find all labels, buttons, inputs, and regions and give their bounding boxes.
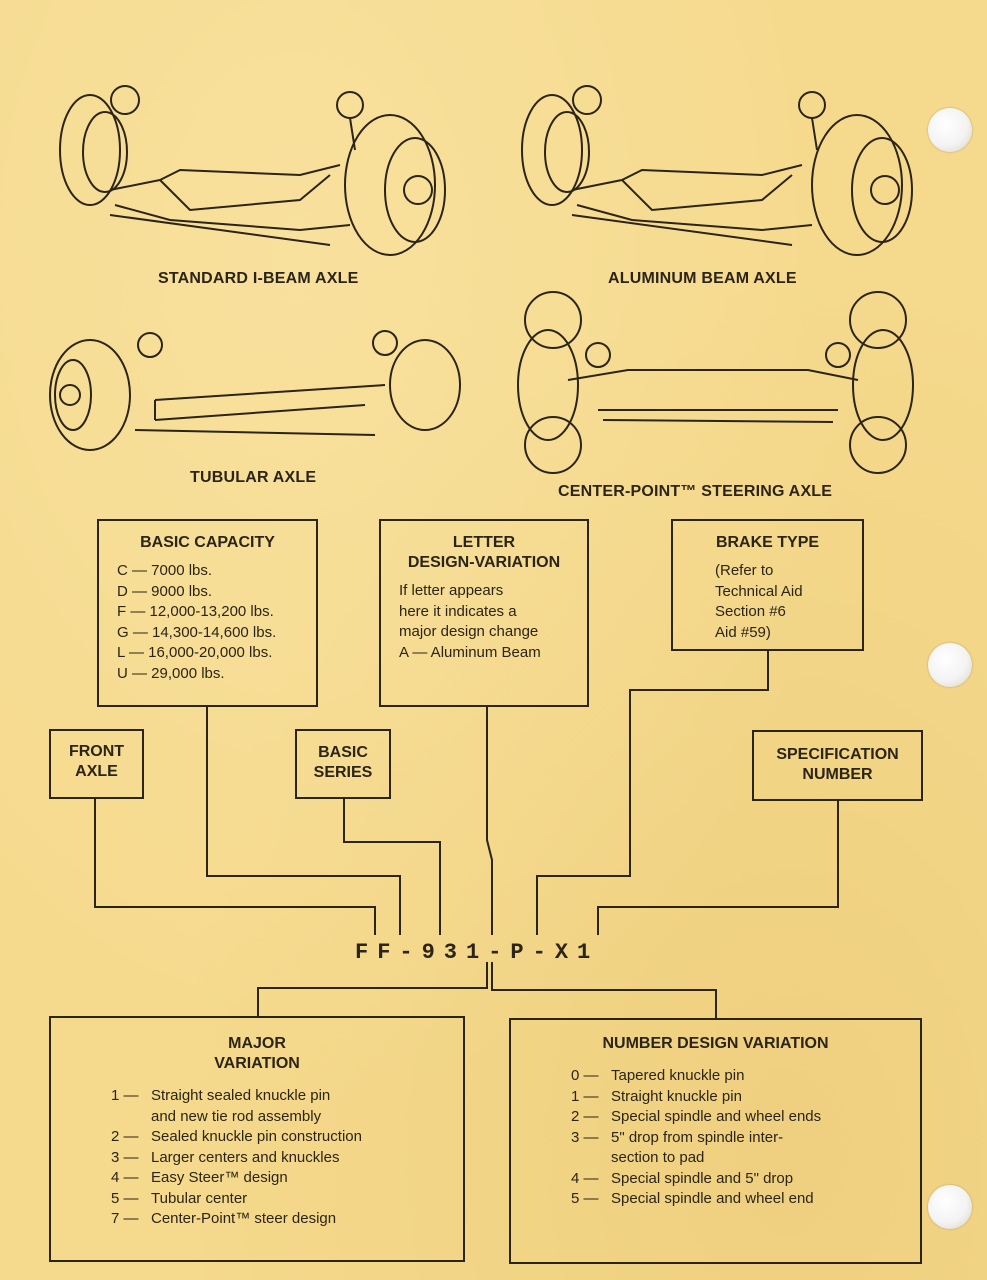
item-number: 5 — xyxy=(571,1190,599,1207)
list-item: 4 — Easy Steer™ design xyxy=(111,1168,463,1189)
letter-design-line: A — Aluminum Beam xyxy=(399,643,541,661)
list-item: 2 — Sealed knuckle pin construction xyxy=(111,1127,463,1148)
letter-design-title-1: LETTER xyxy=(452,534,516,551)
aluminum-beam-axle-illustration xyxy=(521,85,913,256)
item-number: 3 — xyxy=(571,1128,599,1146)
list-item: 5 — Special spindle and wheel end xyxy=(571,1189,920,1210)
item-text: Special spindle and 5" drop xyxy=(611,1169,794,1187)
item-text: Special spindle and wheel ends xyxy=(611,1108,822,1125)
binder-hole-top xyxy=(928,108,972,152)
item-continuation: and new tie rod assembly xyxy=(151,1107,322,1125)
list-item: 7 — Center-Point™ steer design xyxy=(111,1209,463,1230)
item-number: 3 — xyxy=(111,1148,139,1166)
model-code: FF-931-P-X1 xyxy=(355,940,600,965)
item-text: Tapered knuckle pin xyxy=(611,1067,745,1084)
basic-series-box: BASIC SERIES xyxy=(295,729,391,799)
list-item: G — 14,300-14,600 lbs. xyxy=(117,623,277,641)
number-design-title: NUMBER DESIGN VARIATION xyxy=(602,1035,829,1052)
front-axle-box: FRONT AXLE xyxy=(49,729,144,799)
item-text: Tubular center xyxy=(151,1189,248,1207)
item-number: 4 — xyxy=(111,1169,139,1186)
item-text: Easy Steer™ design xyxy=(151,1169,288,1186)
specification-number-box: SPECIFICATION NUMBER xyxy=(752,730,923,801)
item-number: 0 — xyxy=(571,1067,599,1084)
letter-design-variation-box: LETTER DESIGN-VARIATION If letter appear… xyxy=(379,519,589,707)
major-variation-title-1: MAJOR xyxy=(228,1035,286,1052)
item-text: Larger centers and knuckles xyxy=(151,1148,340,1166)
list-item: 3 — Larger centers and knuckles xyxy=(111,1148,463,1169)
centerpoint-steering-axle-illustration xyxy=(517,291,914,474)
basic-series-label-1: BASIC xyxy=(318,744,368,761)
list-item: 0 — Tapered knuckle pin xyxy=(571,1066,920,1087)
basic-capacity-title: BASIC CAPACITY xyxy=(140,534,275,551)
caption-centerpoint-steering-axle: CENTER-POINT™ STEERING AXLE xyxy=(558,483,833,500)
number-design-variation-box: NUMBER DESIGN VARIATION 0 — Tapered knuck… xyxy=(509,1018,922,1264)
list-item: 1 — Straight knuckle pin xyxy=(571,1087,920,1108)
item-text: Center-Point™ steer design xyxy=(151,1210,337,1227)
basic-series-label-2: SERIES xyxy=(313,764,373,781)
brake-type-title: BRAKE TYPE xyxy=(715,534,820,551)
caption-aluminum-beam-axle: ALUMINUM BEAM AXLE xyxy=(608,270,797,287)
spec-number-label-1: SPECIFICATION xyxy=(776,746,899,763)
list-item: 5 — Tubular center xyxy=(111,1189,463,1210)
basic-capacity-list: C — 7000 lbs. D — 9000 lbs. F — 12,000-1… xyxy=(117,561,316,684)
major-variation-box: MAJOR VARIATION 1 — Straight sealed knuck… xyxy=(49,1016,465,1262)
item-number: 2 — xyxy=(111,1128,139,1145)
item-number: 1 — xyxy=(571,1087,599,1105)
item-number: 7 — xyxy=(111,1210,139,1227)
list-item: U — 29,000 lbs. xyxy=(117,664,225,682)
brake-type-line: (Refer to xyxy=(715,562,774,579)
tubular-axle-illustration xyxy=(49,330,461,451)
item-text: 5" drop from spindle inter- xyxy=(611,1128,784,1146)
letter-design-line: here it indicates a xyxy=(399,602,517,620)
item-text: Straight sealed knuckle pin xyxy=(151,1087,331,1104)
list-item: 4 — Special spindle and 5" drop xyxy=(571,1169,920,1190)
item-number: 2 — xyxy=(571,1108,599,1125)
caption-tubular-axle: TUBULAR AXLE xyxy=(190,469,317,486)
list-item: L — 16,000-20,000 lbs. xyxy=(117,644,273,661)
item-text: Special spindle and wheel end xyxy=(611,1190,814,1207)
item-number: 4 — xyxy=(571,1169,599,1187)
list-item: 3 — 5" drop from spindle inter- xyxy=(571,1128,920,1149)
letter-design-line: If letter appears xyxy=(399,582,504,599)
item-continuation: section to pad xyxy=(611,1149,705,1166)
item-number: 1 — xyxy=(111,1087,139,1104)
item-text: Straight knuckle pin xyxy=(611,1087,742,1105)
brake-type-line: Aid #59) xyxy=(715,623,771,641)
list-item: 2 — Special spindle and wheel ends xyxy=(571,1107,920,1128)
brake-type-line: Technical Aid xyxy=(715,582,803,600)
list-item: C — 7000 lbs. xyxy=(117,562,213,579)
brake-type-box: BRAKE TYPE (Refer to Technical Aid Secti… xyxy=(671,519,864,651)
list-item: F — 12,000-13,200 lbs. xyxy=(117,603,274,620)
letter-design-title-2: DESIGN-VARIATION xyxy=(407,554,561,571)
basic-capacity-box: BASIC CAPACITY C — 7000 lbs. D — 9000 lb… xyxy=(97,519,318,707)
list-item: 1 — Straight sealed knuckle pin xyxy=(111,1086,463,1107)
item-number: 5 — xyxy=(111,1189,139,1207)
spec-number-label-2: NUMBER xyxy=(802,766,873,783)
brake-type-line: Section #6 xyxy=(715,603,786,620)
caption-standard-ibeam-axle: STANDARD I-BEAM AXLE xyxy=(158,270,359,287)
binder-hole-middle xyxy=(928,643,972,687)
list-item: D — 9000 lbs. xyxy=(117,582,213,600)
front-axle-label-2: AXLE xyxy=(75,763,118,780)
binder-hole-bottom xyxy=(928,1185,972,1229)
standard-ibeam-axle-illustration xyxy=(59,85,446,256)
major-variation-title-2: VARIATION xyxy=(214,1055,300,1072)
front-axle-label-1: FRONT xyxy=(68,743,125,760)
letter-design-line: major design change xyxy=(399,623,539,640)
item-text: Sealed knuckle pin construction xyxy=(151,1128,362,1145)
